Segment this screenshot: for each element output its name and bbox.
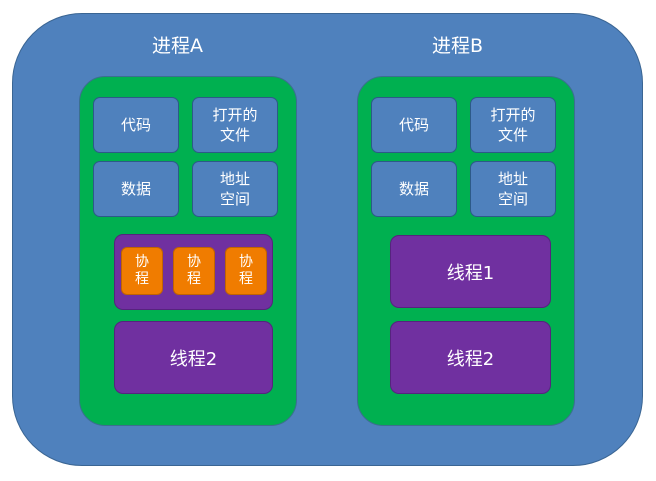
process-b-data: 数据: [371, 161, 457, 217]
process-b-thread1: 线程1: [390, 235, 551, 308]
coroutine-3: 协 程: [225, 247, 267, 295]
process-a-address-space: 地址 空间: [192, 161, 278, 217]
process-a-thread1-coroutines: 协 程 协 程 协 程: [114, 234, 273, 310]
process-b-box: 代码 打开的 文件 数据 地址 空间 线程1 线程2: [357, 76, 575, 426]
coroutine-1: 协 程: [121, 247, 163, 295]
process-b-title: 进程B: [432, 35, 484, 57]
process-a-code: 代码: [93, 97, 179, 153]
process-a-thread2: 线程2: [114, 321, 273, 394]
process-a-data: 数据: [93, 161, 179, 217]
process-a-title: 进程A: [152, 35, 203, 57]
process-b-code: 代码: [371, 97, 457, 153]
process-a-open-files: 打开的 文件: [192, 97, 278, 153]
process-a-box: 代码 打开的 文件 数据 地址 空间 协 程 协 程 协 程 线程2: [79, 76, 297, 426]
coroutine-2: 协 程: [173, 247, 215, 295]
process-b-address-space: 地址 空间: [470, 161, 556, 217]
process-b-open-files: 打开的 文件: [470, 97, 556, 153]
process-b-thread2: 线程2: [390, 321, 551, 394]
